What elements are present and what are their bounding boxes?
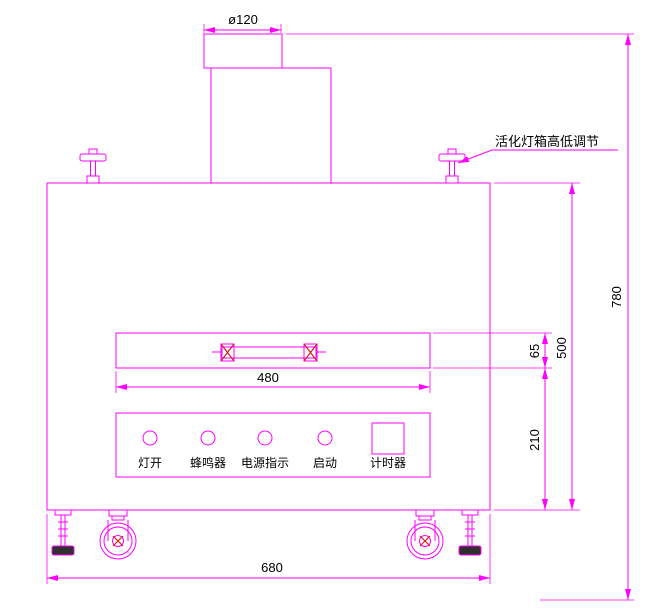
label-buzzer: 蜂鸣器 bbox=[190, 455, 226, 470]
height-adjust-knob-right bbox=[438, 148, 466, 184]
dim-slot-width-label: 480 bbox=[257, 370, 279, 385]
lamp-housing bbox=[210, 67, 332, 184]
observation-slot bbox=[115, 332, 431, 369]
caster-right bbox=[406, 509, 444, 560]
specimen-holder bbox=[212, 343, 326, 362]
exhaust-duct bbox=[203, 33, 283, 69]
annotation-label: 活化灯箱高低调节 bbox=[495, 134, 599, 149]
dim-slot-width: 480 bbox=[115, 370, 431, 393]
caster-left bbox=[99, 509, 137, 560]
label-lamp-on: 灯开 bbox=[138, 456, 162, 470]
dim-overall-height: 780 bbox=[286, 33, 634, 601]
label-start: 启动 bbox=[313, 456, 337, 470]
label-timer: 计时器 bbox=[370, 456, 406, 470]
dim-overall-width: 680 bbox=[46, 514, 491, 584]
indicator-power bbox=[257, 430, 273, 446]
height-adjust-knob-left bbox=[79, 148, 107, 184]
dim-lower-height-label: 210 bbox=[527, 429, 542, 451]
indicator-lamp-on bbox=[142, 430, 158, 446]
dim-slot-height: 65 bbox=[433, 332, 552, 369]
control-panel-outline bbox=[115, 412, 431, 478]
foot-left bbox=[51, 509, 75, 556]
indicator-start bbox=[317, 430, 333, 446]
timer-display bbox=[371, 422, 405, 455]
specimen-clamp-left bbox=[220, 343, 235, 362]
dim-duct-diameter: ø120 bbox=[203, 12, 282, 33]
dim-lower-height: 210 bbox=[494, 368, 580, 511]
dim-overall-width-label: 680 bbox=[261, 560, 283, 575]
annotation-leader: 活化灯箱高低调节 bbox=[457, 134, 618, 164]
dim-body-height-label: 500 bbox=[554, 337, 569, 359]
foot-right bbox=[458, 509, 482, 556]
control-panel: 灯开 蜂鸣器 电源指示 启动 计时器 bbox=[115, 412, 431, 478]
dim-overall-height-label: 780 bbox=[609, 286, 624, 308]
dim-duct-diameter-label: ø120 bbox=[228, 12, 258, 27]
label-power: 电源指示 bbox=[241, 455, 289, 470]
indicator-buzzer bbox=[200, 430, 216, 446]
specimen-clamp-right bbox=[303, 343, 318, 362]
dim-slot-height-label: 65 bbox=[527, 344, 542, 358]
dim-body-height: 500 bbox=[494, 182, 580, 510]
